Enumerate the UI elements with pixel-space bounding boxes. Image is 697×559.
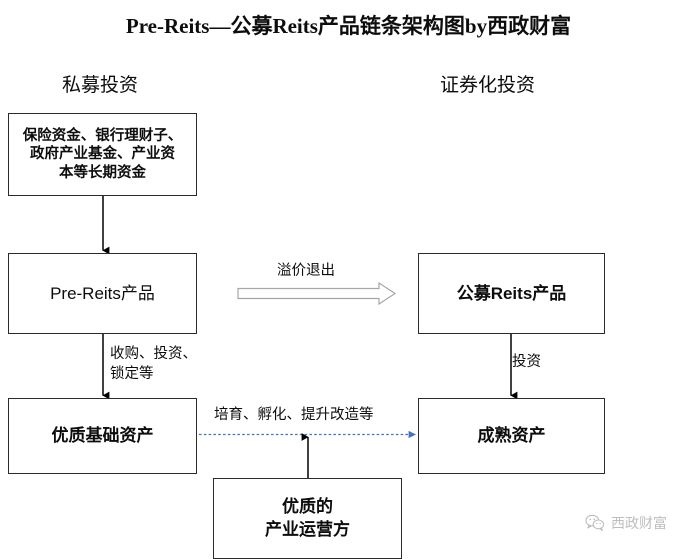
column-heading-securitized-investment: 证券化投资 bbox=[440, 75, 536, 96]
watermark: 西政财富 bbox=[585, 513, 667, 533]
block-arrow-premium-exit bbox=[237, 281, 397, 306]
edge-label-invest: 投资 bbox=[512, 354, 541, 370]
node-pre-reits-product[interactable]: Pre-Reits产品 bbox=[8, 253, 197, 334]
page-title: Pre-Reits—公募Reits产品链条架构图by西政财富 bbox=[125, 14, 572, 38]
node-industrial-operator[interactable]: 优质的 产业运营方 bbox=[213, 478, 402, 559]
node-industrial-operator-label: 优质的 产业运营方 bbox=[265, 497, 350, 539]
node-quality-underlying-asset-label: 优质基础资产 bbox=[51, 426, 154, 446]
wechat-icon bbox=[585, 514, 605, 531]
node-public-reits-product[interactable]: 公募Reits产品 bbox=[418, 253, 605, 334]
node-long-term-capital[interactable]: 保险资金、银行理财子、 政府产业基金、产业资 本等长期资金 bbox=[8, 113, 197, 196]
node-quality-underlying-asset[interactable]: 优质基础资产 bbox=[8, 398, 197, 474]
edge-label-cultivate-incubate: 培育、孵化、提升改造等 bbox=[214, 407, 374, 423]
watermark-label: 西政财富 bbox=[611, 515, 667, 531]
node-long-term-capital-label: 保险资金、银行理财子、 政府产业基金、产业资 本等长期资金 bbox=[22, 127, 183, 181]
node-mature-asset-label: 成熟资产 bbox=[477, 426, 546, 446]
node-mature-asset[interactable]: 成熟资产 bbox=[418, 398, 605, 474]
column-heading-private-investment: 私募投资 bbox=[62, 75, 139, 96]
node-public-reits-product-label: 公募Reits产品 bbox=[456, 283, 567, 303]
node-pre-reits-product-label: Pre-Reits产品 bbox=[50, 283, 155, 303]
edge-label-premium-exit: 溢价退出 bbox=[277, 263, 335, 279]
edge-label-acquire-invest-lock: 收购、投资、 锁定等 bbox=[110, 346, 197, 382]
